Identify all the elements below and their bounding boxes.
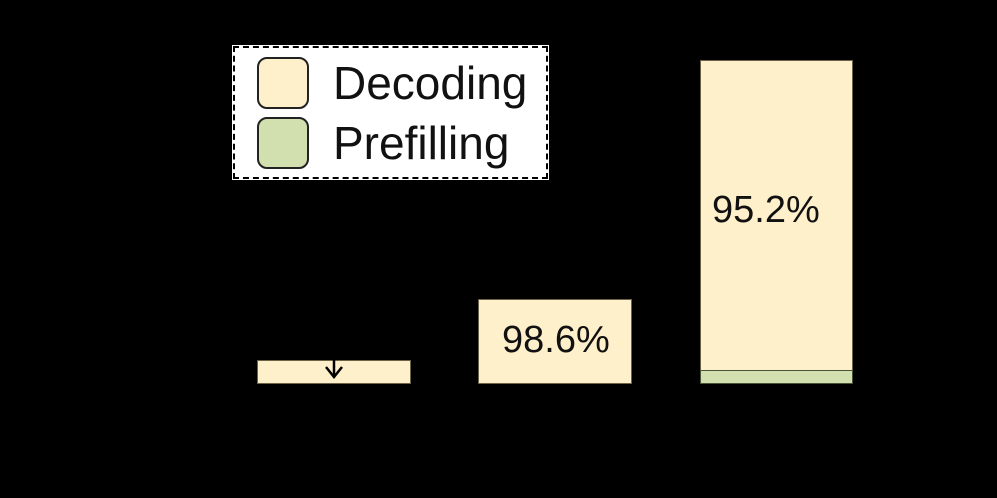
bar-3: 95.2% (700, 60, 853, 384)
legend-item-prefilling: Prefilling (257, 117, 509, 169)
down-arrow-icon (325, 356, 343, 380)
bar-3-prefilling-segment (700, 370, 853, 384)
legend-label-prefilling: Prefilling (333, 117, 510, 169)
bar-2: 98.6% (478, 299, 632, 384)
bar-3-percentage-label: 95.2% (712, 189, 820, 231)
bar-2-decoding-segment (478, 299, 632, 384)
bar-1 (257, 356, 411, 384)
legend-swatch-prefilling (257, 117, 309, 169)
legend-item-decoding: Decoding (257, 57, 527, 109)
legend-swatch-decoding (257, 57, 309, 109)
bar-3-decoding-segment (700, 60, 853, 371)
bar-2-percentage-label: 98.6% (502, 319, 610, 361)
legend: Decoding Prefilling (232, 45, 549, 180)
legend-label-decoding: Decoding (333, 57, 528, 109)
